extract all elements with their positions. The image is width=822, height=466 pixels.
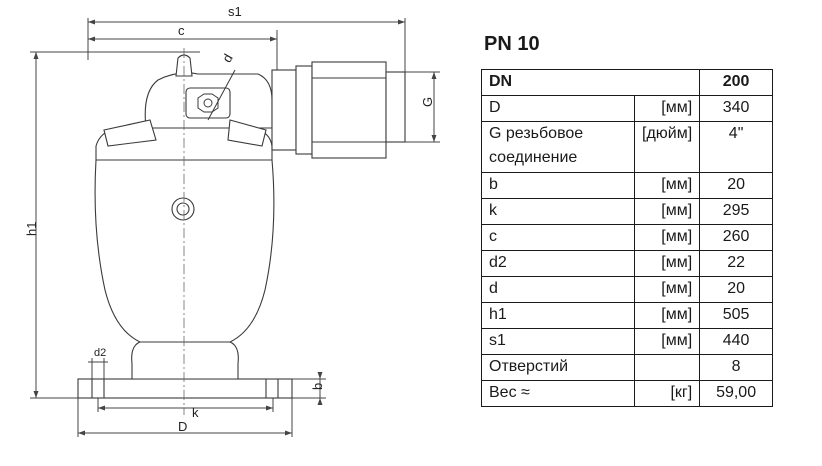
row-param: Вес ≈ [481,380,635,407]
table-row: Вес ≈[кг]59,00 [481,380,773,407]
table-row: d[мм]20 [481,276,773,303]
label-s1: s1 [228,4,242,19]
label-k: k [192,405,199,420]
table-row: D[мм]340 [481,95,773,122]
row-param: D [481,95,635,122]
row-unit: [мм] [633,276,701,303]
row-value: 260 [699,224,773,251]
row-value: 340 [699,95,773,122]
row-unit [633,354,701,381]
row-value: 20 [699,172,773,199]
table-row: d2[мм]22 [481,250,773,277]
row-unit: [мм] [633,224,701,251]
table-row: Отверстий 8 [481,354,773,381]
row-value: 8 [699,354,773,381]
row-unit: [дюйм] [633,121,701,173]
row-value: 295 [699,198,773,225]
row-param: d [481,276,635,303]
label-b: b [310,383,325,390]
row-value: 505 [699,302,773,329]
table-row: s1[мм]440 [481,328,773,355]
header-value: 200 [699,69,773,96]
row-param: c [481,224,635,251]
row-value: 59,00 [699,380,773,407]
table-row: G резьбовое соединение[дюйм]4" [481,121,773,173]
row-unit: [мм] [633,95,701,122]
label-d: d [219,51,236,65]
row-param: b [481,172,635,199]
row-value: 22 [699,250,773,277]
table-title: PN 10 [484,33,540,55]
label-c: c [178,23,185,38]
row-param: s1 [481,328,635,355]
row-param: k [481,198,635,225]
table-row: b[мм]20 [481,172,773,199]
table-row: k[мм]295 [481,198,773,225]
table-row: h1[мм]505 [481,302,773,329]
row-param: G резьбовое соединение [481,121,635,173]
table-header-row: DN 200 [480,69,773,96]
row-unit: [мм] [633,328,701,355]
row-value: 20 [699,276,773,303]
label-G: G [420,97,435,107]
header-param: DN [480,69,701,96]
row-unit: [мм] [633,302,701,329]
row-param: Отверстий [481,354,635,381]
label-D: D [178,419,187,434]
row-param: h1 [481,302,635,329]
row-value: 4" [699,121,773,173]
row-param: d2 [481,250,635,277]
table-row: c[мм]260 [481,224,773,251]
label-h1: h1 [24,222,39,236]
row-unit: [кг] [633,380,701,407]
row-unit: [мм] [633,172,701,199]
label-d2: d2 [94,347,106,359]
row-unit: [мм] [633,250,701,277]
valve-drawing: s1 c d G h1 d2 b k D [24,4,440,437]
row-value: 440 [699,328,773,355]
row-unit: [мм] [633,198,701,225]
